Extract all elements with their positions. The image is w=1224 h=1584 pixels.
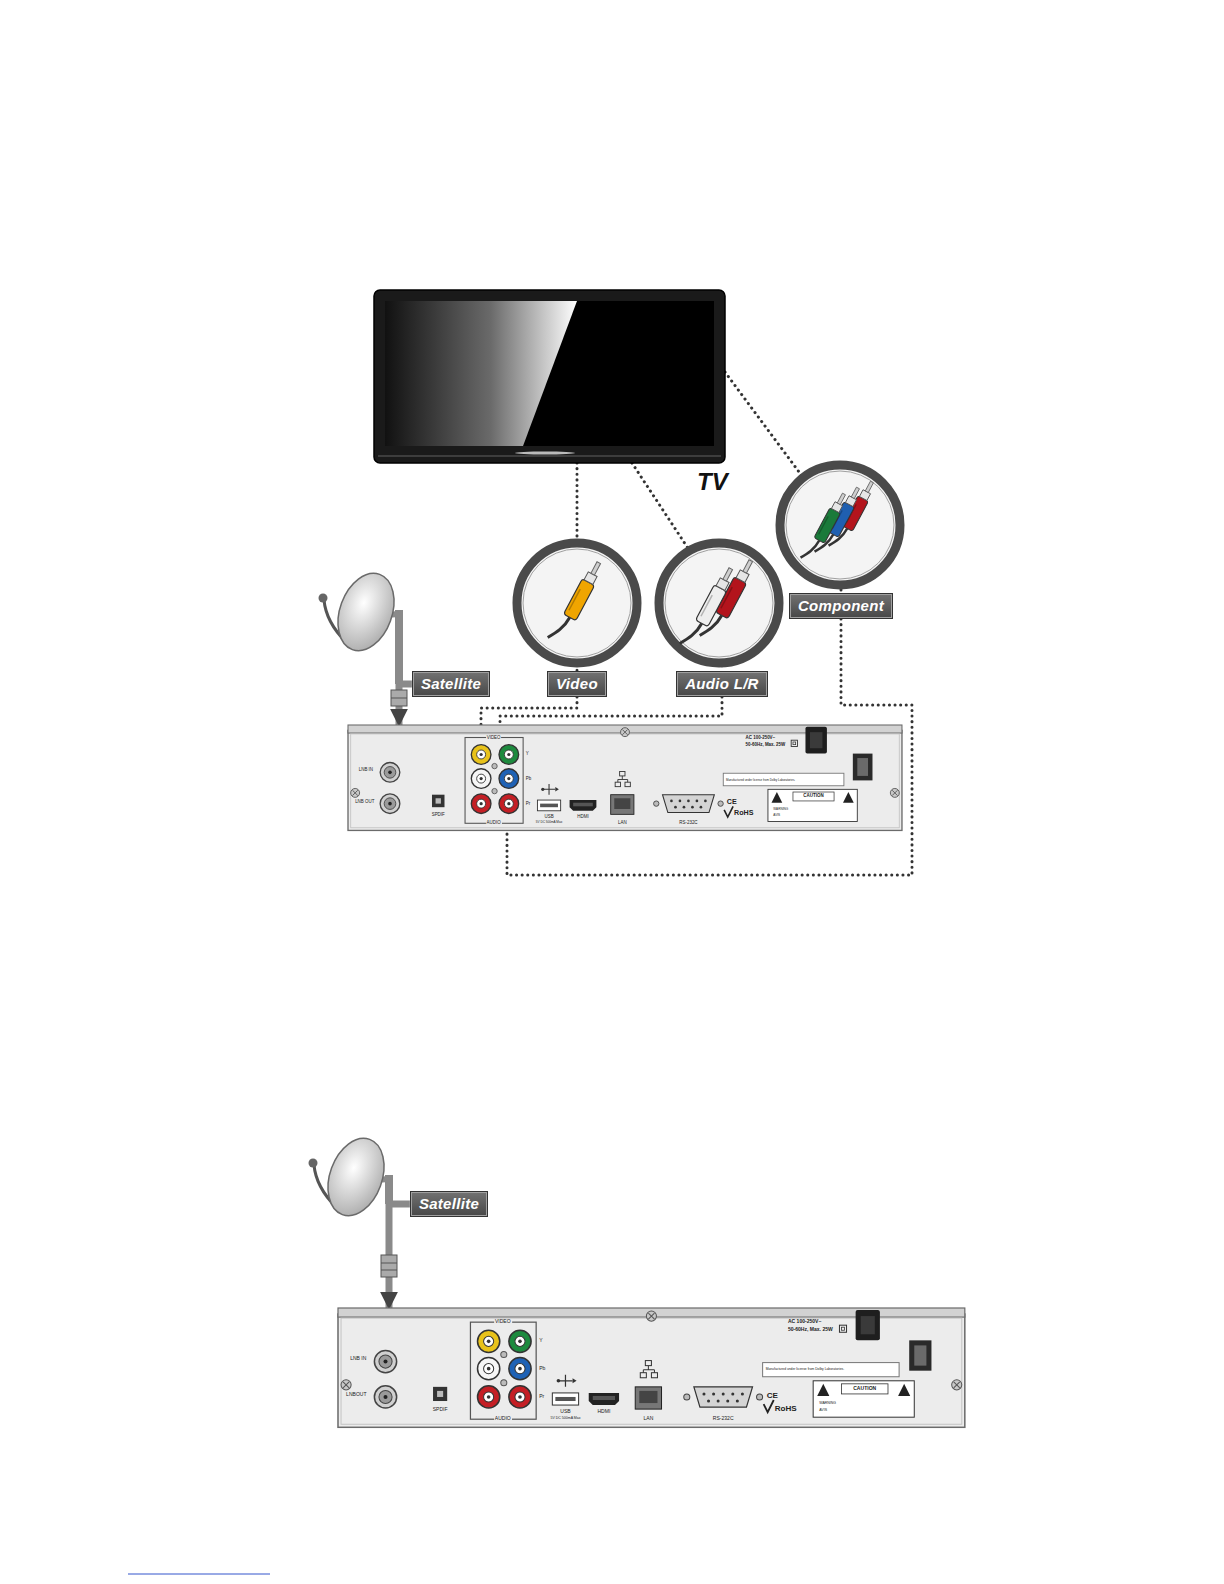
tv-screen: TV — [374, 290, 725, 463]
panel-label: RS-232C — [679, 821, 697, 825]
tag-label: Video — [556, 675, 598, 693]
panel-label: LNB IN — [359, 767, 373, 771]
panel-label: 5V DC 500mA Max — [536, 822, 562, 825]
tag-label: Component — [798, 597, 884, 615]
panel-label: CAUTION — [853, 1386, 876, 1391]
signal-cable — [481, 697, 577, 725]
panel-label: AUDIO — [494, 1417, 512, 1422]
signal-tag: Audio L/R — [676, 671, 768, 697]
panel-label: 50-60Hz, Max. 25W — [746, 742, 786, 746]
panel-label: WARNING — [773, 808, 788, 811]
signal-tag: Video — [547, 671, 607, 697]
panel-label: 5V DC 500mA Max — [551, 1417, 581, 1421]
panel-label: VIDEO — [494, 1320, 512, 1325]
panel-label: USB — [560, 1410, 570, 1415]
panel-label: RS-232C — [713, 1417, 734, 1422]
panel-label: Pr — [526, 801, 530, 805]
panel-label: Pr — [539, 1394, 544, 1399]
signal-tag: Component — [789, 593, 893, 619]
signal-tag: Satellite — [412, 671, 490, 697]
panel-label: AC 100-250V~ — [788, 1320, 822, 1325]
panel-label: Pb — [539, 1366, 545, 1371]
receiver-panel: LNB IN LNBOUT SPDIF VIDEO AUDIO Y PbPrUSB 5V DC… — [338, 1308, 965, 1427]
panel-label: LNBOUT — [346, 1392, 366, 1397]
tv-label: TV — [697, 470, 728, 494]
panel-label: VIDEO — [486, 735, 502, 739]
panel-label: 50-60Hz, Max. 25W — [788, 1328, 833, 1333]
panel-label: RoHS — [734, 811, 753, 818]
tag-label: Audio L/R — [685, 675, 759, 693]
panel-label: RoHS — [775, 1405, 797, 1413]
panel-label: HDMI — [597, 1410, 610, 1415]
panel-label: HDMI — [577, 815, 588, 819]
panel-label: USB — [544, 815, 553, 819]
signal-cable — [500, 697, 722, 725]
panel-label: CAUTION — [803, 794, 823, 798]
signal-tag: Satellite — [410, 1191, 488, 1217]
panel-label: AC 100-250V~ — [746, 735, 776, 739]
panel-label: LNB IN — [350, 1356, 366, 1361]
panel-label: LAN — [618, 821, 627, 825]
tag-label: Satellite — [419, 1195, 479, 1213]
receiver-panel: LNB IN LNB OUT SPDIF VIDEO AUDIO Y PbPrUSB 5V D… — [348, 725, 902, 830]
panel-label: AUDIO — [486, 821, 502, 825]
panel-label: AVIS — [819, 1409, 827, 1413]
panel-label: Pb — [526, 776, 531, 780]
tag-label: Satellite — [421, 675, 481, 693]
panel-label: Y — [539, 1339, 542, 1344]
panel-label: AVIS — [773, 815, 780, 818]
panel-label: CE — [767, 1392, 778, 1400]
panel-label: SPDIF — [433, 1408, 448, 1413]
panel-label: SPDIF — [432, 813, 445, 817]
panel-label: Y — [526, 752, 529, 756]
panel-label: Manufactured under license from Dolby La… — [766, 1368, 844, 1371]
panel-label: LNB OUT — [355, 800, 374, 804]
panel-label: LAN — [643, 1417, 653, 1422]
panel-label: Manufactured under license from Dolby La… — [726, 778, 795, 781]
panel-label: CE — [727, 799, 737, 806]
panel-label: WARNING — [819, 1402, 836, 1406]
